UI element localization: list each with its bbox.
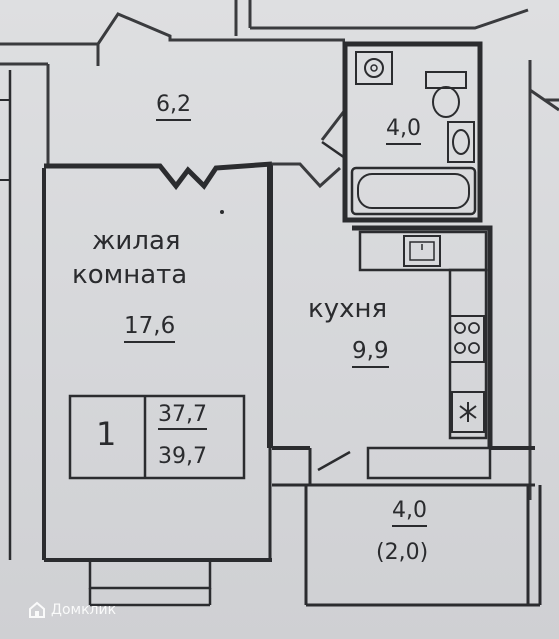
balcony-bottom-area-reduced: (2,0) bbox=[376, 540, 429, 565]
house-logo-icon bbox=[29, 601, 45, 618]
bathroom-area: 4,0 bbox=[386, 118, 421, 145]
balcony-bottom-area: 4,0 bbox=[392, 500, 427, 527]
corridor-lines bbox=[528, 60, 559, 500]
watermark-text: Домклик bbox=[51, 602, 117, 618]
hall-door bbox=[272, 109, 347, 189]
info-area-bottom: 39,7 bbox=[158, 444, 207, 469]
kitchen-area: 9,9 bbox=[352, 340, 389, 368]
bottom-balcony-outline bbox=[272, 483, 542, 607]
marker-dot bbox=[220, 210, 224, 214]
living-room-name-line1: жилая bbox=[92, 226, 181, 256]
balcony-top-area: 6,2 bbox=[156, 94, 191, 121]
top-balcony-outline bbox=[0, 0, 529, 166]
info-area-top: 37,7 bbox=[158, 404, 207, 430]
kitchen-walls bbox=[272, 225, 535, 485]
living-room-name-line2: комната bbox=[72, 260, 188, 290]
kitchen-name: кухня bbox=[308, 294, 388, 324]
bathroom-walls bbox=[321, 41, 483, 223]
watermark: Домклик bbox=[28, 601, 116, 619]
info-box bbox=[68, 394, 246, 480]
room-count: 1 bbox=[96, 415, 117, 453]
info-area-top-value: 37,7 bbox=[158, 404, 207, 430]
living-room-area: 17,6 bbox=[124, 315, 176, 343]
main-walls bbox=[0, 70, 273, 607]
